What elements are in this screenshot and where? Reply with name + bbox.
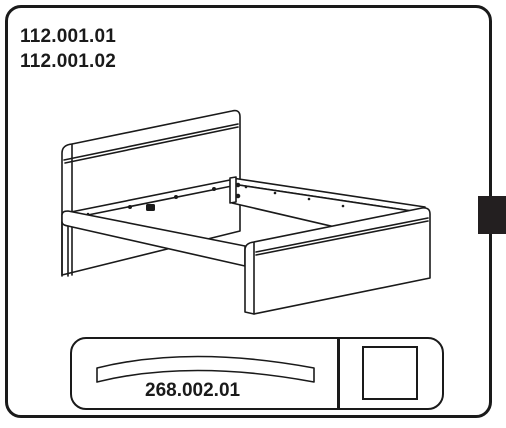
product-code-1: 112.001.01: [20, 26, 117, 47]
part-box-divider: [337, 337, 340, 410]
back-rail: [229, 176, 241, 204]
side-tab-marker: [478, 196, 506, 234]
product-code-2: 112.001.02: [20, 51, 117, 72]
fittings: [86, 185, 345, 216]
part-box: [70, 337, 444, 410]
curved-slat-part: [96, 355, 315, 383]
part-code: 268.002.01: [145, 380, 241, 401]
footboard: [244, 207, 431, 315]
quantity-box: [362, 346, 418, 400]
